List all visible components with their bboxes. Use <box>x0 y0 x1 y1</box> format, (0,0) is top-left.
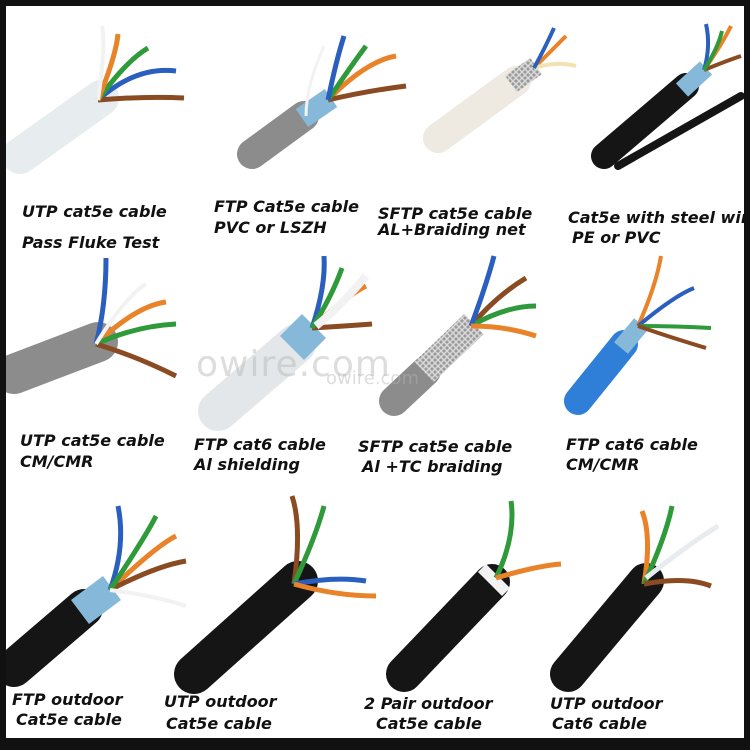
cable-1-label-line2: Pass Fluke Test <box>22 233 160 252</box>
cable-4-label-line1: Cat5e with steel wir <box>568 208 749 227</box>
cable-9-label-line2: Cat5e cable <box>16 710 122 729</box>
cable-8-label-line1: FTP cat6 cable <box>566 435 698 454</box>
cable-9-label-line1: FTP outdoor <box>12 690 123 709</box>
cable-4-image <box>591 23 744 170</box>
cable-2-label-line2: PVC or LSZH <box>214 218 327 237</box>
cable-10-label-line2: Cat5e cable <box>166 714 272 733</box>
cable-10-label-line1: UTP outdoor <box>164 692 277 711</box>
cable-11-label-line2: Cat5e cable <box>376 714 482 733</box>
cable-12-image <box>550 505 720 692</box>
cable-7-label-line2: Al +TC braiding <box>362 457 503 476</box>
cable-7-image <box>379 255 537 416</box>
cable-2-image <box>237 35 407 169</box>
cable-8-label-line2: CM/CMR <box>566 455 640 474</box>
cable-4-label-line2: PE or PVC <box>572 228 661 247</box>
cable-1-label-line1: UTP cat5e cable <box>22 202 167 221</box>
cable-6-label-line2: Al shielding <box>194 455 300 474</box>
catalog-frame: owire.com owire.com UTP cat5e cable Pass… <box>6 6 749 738</box>
cable-3-label-line2: AL+Braiding net <box>378 220 526 239</box>
cable-12-label-line2: Cat6 cable <box>552 714 647 733</box>
cable-6-image <box>198 255 373 431</box>
cable-7-label-line1: SFTP cat5e cable <box>358 437 513 456</box>
cable-5-label-line1: UTP cat5e cable <box>20 431 165 450</box>
cable-12-label-line1: UTP outdoor <box>550 694 663 713</box>
cable-9-image <box>6 505 187 687</box>
cable-3-image <box>423 27 577 153</box>
cable-1-image <box>6 25 185 174</box>
watermark-small: owire.com <box>326 368 419 389</box>
cable-6-label-line1: FTP cat6 cable <box>194 435 326 454</box>
cable-2-label-line1: FTP Cat5e cable <box>214 197 359 216</box>
cable-3-label-line1: SFTP cat5e cable <box>378 204 533 223</box>
cable-illustrations <box>6 23 744 694</box>
cable-11-image <box>386 500 562 692</box>
watermark-large: owire.com <box>196 344 391 385</box>
cable-10-image <box>174 495 377 694</box>
cable-5-label-line2: CM/CMR <box>20 452 94 471</box>
cable-11-label-line1: 2 Pair outdoor <box>364 694 493 713</box>
cable-5-image <box>6 257 178 394</box>
cable-8-image <box>564 255 712 415</box>
